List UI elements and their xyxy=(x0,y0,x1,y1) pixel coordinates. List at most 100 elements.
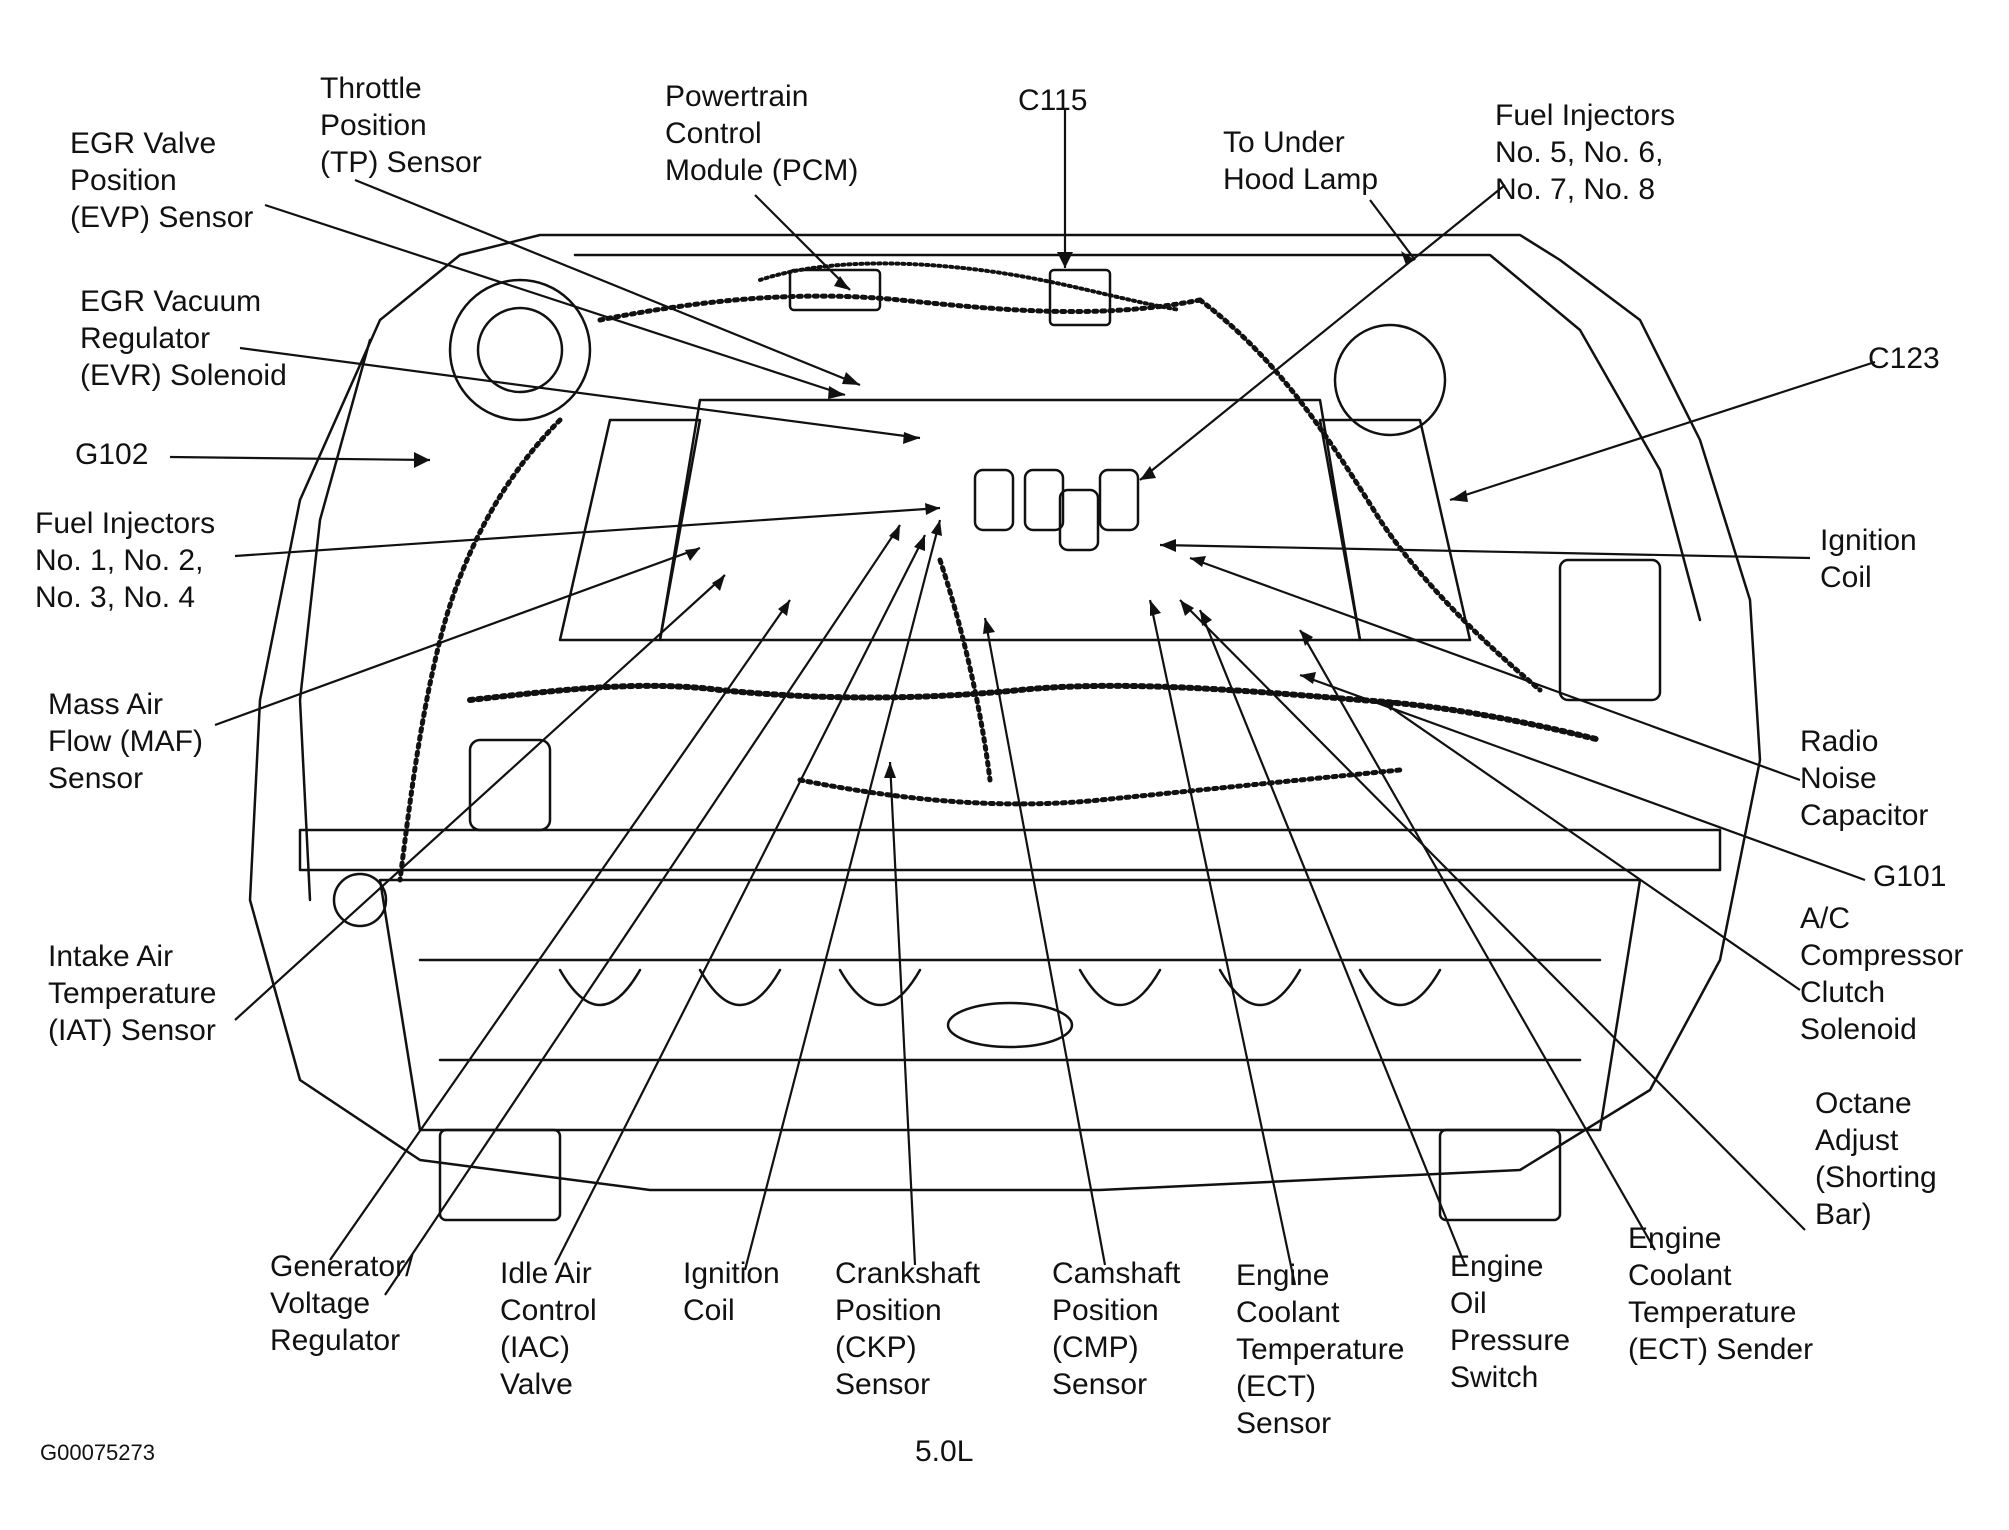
label-line: Ignition xyxy=(1820,524,1917,557)
harness-pcm xyxy=(758,261,1182,312)
diagram-id: G00075273 xyxy=(40,1440,155,1465)
coil-towers xyxy=(973,468,1140,552)
label-c115: C115 xyxy=(1018,82,1088,119)
gen-pulley xyxy=(332,872,388,928)
label-line: Switch xyxy=(1450,1361,1539,1394)
label-line: Crankshaft xyxy=(835,1257,981,1290)
label-line: (IAT) Sensor xyxy=(48,1014,216,1047)
label-line: Position xyxy=(320,109,427,142)
label-ignition-coil-bottom: Ignition Coil xyxy=(683,1255,780,1329)
pcm-connector xyxy=(788,268,882,312)
label-g102: G102 xyxy=(75,436,148,473)
label-line: Hood Lamp xyxy=(1223,163,1379,196)
label-ect-sender: Engine Coolant Temperature (ECT) Sender xyxy=(1628,1220,1813,1368)
label-line: Idle Air xyxy=(500,1257,592,1290)
label-line: (ECT) Sender xyxy=(1628,1333,1814,1366)
label-line: EGR Valve xyxy=(70,127,217,160)
label-fuel-injectors-right: Fuel Injectors No. 5, No. 6, No. 7, No. … xyxy=(1495,97,1675,208)
label-intake-air-temperature-sensor: Intake Air Temperature (IAT) Sensor xyxy=(48,938,216,1049)
label-line: Noise xyxy=(1800,762,1877,795)
label-powertrain-control-module: Powertrain Control Module (PCM) xyxy=(665,78,858,189)
label-line: Octane xyxy=(1815,1087,1912,1120)
label-camshaft-position-sensor: Camshaft Position (CMP) Sensor xyxy=(1052,1255,1180,1403)
label-line: Bar) xyxy=(1815,1198,1872,1231)
hood-outline xyxy=(248,233,1762,1192)
ford-emblem xyxy=(946,1001,1074,1049)
label-line: Valve xyxy=(500,1368,573,1401)
label-line: Throttle xyxy=(320,72,422,105)
harness-left xyxy=(397,417,563,883)
label-crankshaft-position-sensor: Crankshaft Position (CKP) Sensor xyxy=(835,1255,980,1403)
label-line: Coolant xyxy=(1628,1259,1732,1292)
label-line: (CKP) xyxy=(835,1331,917,1364)
label-line: Flow (MAF) xyxy=(48,725,203,758)
label-line: Engine xyxy=(1236,1259,1330,1292)
label-line: (IAC) xyxy=(500,1331,570,1364)
label-line: Sensor xyxy=(48,762,144,795)
label-line: Intake Air xyxy=(48,940,174,973)
label-line: Control xyxy=(500,1294,597,1327)
right-module xyxy=(1438,1128,1562,1222)
label-line: Powertrain xyxy=(665,80,809,113)
label-line: Coil xyxy=(683,1294,735,1327)
label-line: Coolant xyxy=(1236,1296,1340,1329)
label-line: EGR Vacuum xyxy=(80,285,262,318)
label-egr-vacuum-regulator: EGR Vacuum Regulator (EVR) Solenoid xyxy=(80,283,287,394)
label-line: To Under xyxy=(1223,126,1345,159)
label-line: Sensor xyxy=(1236,1407,1332,1440)
label-c123: C123 xyxy=(1868,340,1940,377)
label-line: Module (PCM) xyxy=(665,154,859,187)
label-line: (EVR) Solenoid xyxy=(80,359,287,392)
left-module xyxy=(438,1128,562,1222)
c115-connector xyxy=(1048,268,1112,327)
label-line: Ignition xyxy=(683,1257,780,1290)
label-line: Generator/ xyxy=(270,1250,414,1283)
harness-main xyxy=(467,682,1603,743)
valve-cover-right xyxy=(1318,418,1472,642)
label-line: Temperature xyxy=(48,977,217,1010)
harness-center xyxy=(937,557,993,783)
label-ect-sensor: Engine Coolant Temperature (ECT) Sensor xyxy=(1236,1257,1404,1442)
label-ac-compressor-clutch-solenoid: A/C Compressor Clutch Solenoid xyxy=(1800,900,1963,1048)
engine-size-caption: 5.0L xyxy=(915,1435,974,1468)
harness-right xyxy=(1197,297,1543,693)
label-line: No. 7, No. 8 xyxy=(1495,173,1656,206)
label-line: Position xyxy=(1052,1294,1159,1327)
label-line: (ECT) xyxy=(1236,1370,1316,1403)
grille-frame xyxy=(378,878,1642,1132)
label-line: Position xyxy=(835,1294,942,1327)
radiator-support xyxy=(298,828,1722,872)
hood-inner-line xyxy=(573,253,1702,622)
label-line: Sensor xyxy=(1052,1368,1148,1401)
label-line: G102 xyxy=(75,438,149,471)
label-line: Control xyxy=(665,117,762,150)
label-line: C115 xyxy=(1018,84,1088,117)
label-line: Engine xyxy=(1628,1222,1722,1255)
label-line: Compressor xyxy=(1800,939,1964,972)
arrowheads xyxy=(414,251,1468,778)
label-line: Position xyxy=(70,164,177,197)
label-throttle-position-sensor: Throttle Position (TP) Sensor xyxy=(320,70,482,181)
harness-upper xyxy=(597,293,1203,323)
gen-body xyxy=(468,738,552,832)
label-line: (EVP) Sensor xyxy=(70,201,254,234)
label-line: Radio xyxy=(1800,725,1879,758)
label-engine-oil-pressure-switch: Engine Oil Pressure Switch xyxy=(1450,1248,1570,1396)
left-fender-line xyxy=(298,338,372,902)
label-radio-noise-capacitor: Radio Noise Capacitor xyxy=(1800,723,1928,834)
label-line: C123 xyxy=(1868,342,1940,375)
label-ignition-coil-right: Ignition Coil xyxy=(1820,522,1917,596)
label-egr-valve-position-sensor: EGR Valve Position (EVP) Sensor xyxy=(70,125,253,236)
label-line: Regulator xyxy=(80,322,211,355)
label-line: No. 3, No. 4 xyxy=(35,581,196,614)
label-g101: G101 xyxy=(1873,858,1946,895)
label-line: Pressure xyxy=(1450,1324,1571,1357)
label-line: Adjust xyxy=(1815,1124,1899,1157)
air-cleaner-inner xyxy=(476,306,564,394)
label-line: Solenoid xyxy=(1800,1013,1917,1046)
label-line: Sensor xyxy=(835,1368,931,1401)
harness-lower xyxy=(797,767,1403,807)
label-line: Temperature xyxy=(1236,1333,1405,1366)
label-line: G101 xyxy=(1873,860,1947,893)
